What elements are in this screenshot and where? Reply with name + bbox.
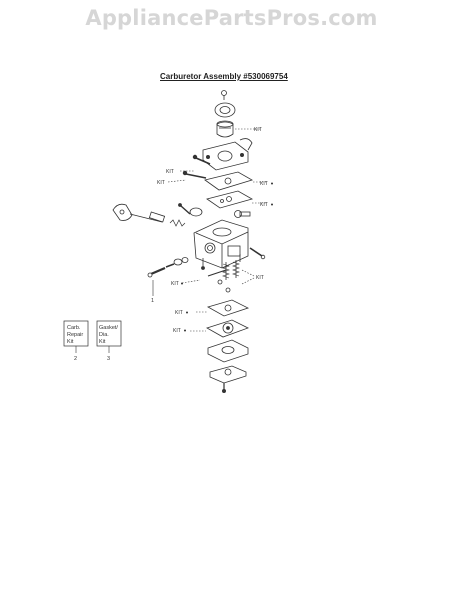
choke-plate xyxy=(189,207,203,217)
pump-cover xyxy=(202,138,253,171)
metering-cover xyxy=(207,339,249,363)
bottom-screw xyxy=(221,383,226,393)
gasket-kit-line2: Dia. xyxy=(99,332,109,338)
metering-gasket xyxy=(206,299,250,317)
kit-callout-pump-diaphragm: KIT xyxy=(260,202,268,208)
carb-kit-line2: Repair xyxy=(67,332,83,338)
kit-callout-pump-gasket: KIT xyxy=(260,181,268,187)
throttle-lever xyxy=(112,203,163,223)
body-screw-top xyxy=(178,203,191,215)
gasket-kit-number: 3 xyxy=(107,356,110,362)
adjustment-needle-right xyxy=(249,247,266,260)
pump-gasket xyxy=(204,171,254,191)
needle-lever xyxy=(207,269,227,277)
cover-screw-left xyxy=(192,154,211,165)
lever-pin xyxy=(217,279,223,285)
idle-spring xyxy=(173,257,189,266)
primer-bulb xyxy=(216,120,234,138)
gasket-kit-line1: Gasket/ xyxy=(99,325,118,331)
kit-callout-needle-springs: KIT xyxy=(256,275,264,281)
bottom-cover xyxy=(209,365,247,384)
gasket-kit-line3: Kit xyxy=(99,339,106,345)
kit-callout-inlet-needle: KIT xyxy=(171,281,179,287)
kit-callout-metering-diaphragm: KIT xyxy=(173,328,181,334)
watermark: AppliancePartsPros.com xyxy=(85,6,378,30)
diagram-title: Carburetor Assembly #530069754 xyxy=(160,72,288,81)
legend-carb-repair-kit: Carb. Repair Kit 2 xyxy=(63,320,89,362)
needle-spring-low xyxy=(232,260,240,278)
carb-kit-number: 2 xyxy=(74,356,77,362)
ref-number-1: 1 xyxy=(151,298,154,304)
lever-screw xyxy=(225,287,231,293)
carb-kit-line3: Kit xyxy=(67,339,74,345)
inlet-needle xyxy=(201,266,205,270)
kit-callout-metering-gasket: KIT xyxy=(175,310,183,316)
legend-gasket-kit: Gasket/ Dia. Kit 3 xyxy=(96,320,122,362)
kit-callout-primer: KIT xyxy=(254,127,262,133)
kit-callout-cover-screw-lower: KIT xyxy=(157,180,165,186)
carb-kit-line1: Carb. xyxy=(67,325,81,331)
carburetor-body xyxy=(193,219,249,269)
throttle-shaft-bushing xyxy=(148,211,166,223)
cover-screw-left-lower xyxy=(182,170,207,179)
pump-diaphragm xyxy=(206,190,254,209)
needle-spring-high xyxy=(222,262,230,280)
kit-bullets xyxy=(181,182,273,332)
top-screw xyxy=(221,90,227,100)
throttle-shaft-spring xyxy=(169,219,186,227)
primer-bulb-retainer xyxy=(214,102,236,118)
kit-callout-cover-screw: KIT xyxy=(166,169,174,175)
idle-speed-screw xyxy=(147,263,175,278)
metering-diaphragm xyxy=(206,319,250,338)
choke-fitting xyxy=(234,210,251,218)
